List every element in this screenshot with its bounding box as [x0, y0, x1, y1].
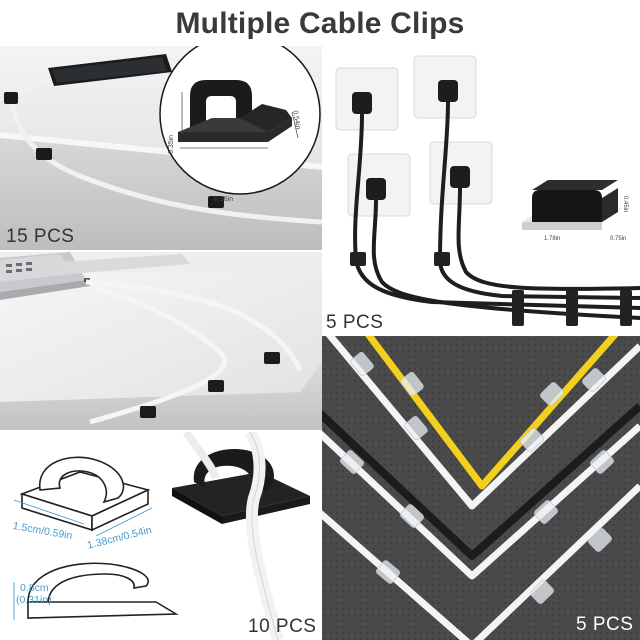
clip-outline-icon — [19, 456, 151, 532]
panel-laptop-desk — [0, 252, 322, 430]
phone-icon — [48, 54, 172, 86]
laptop-desk-photo — [0, 252, 322, 430]
clip-icon — [140, 352, 280, 418]
dim-height-label: 0.45in — [622, 196, 628, 213]
black-clip-with-cable — [172, 432, 310, 640]
clear-clip-icon — [340, 352, 614, 604]
pcs-label: 5 PCS — [326, 312, 384, 330]
dim-width-label: 0.56in — [214, 196, 234, 203]
pcs-label: 10 PCS — [248, 616, 317, 637]
wall-sockets-photo — [322, 46, 640, 330]
clip-profile-icon — [27, 562, 179, 619]
dim-height-cm-label: 0.8cm — [20, 582, 49, 594]
panel-wall-sockets: 1.78in 0.75in 0.45in 5 PCS — [322, 46, 640, 330]
clip-dimension-drawing — [0, 432, 322, 640]
dim-height-label: 0.35in — [168, 134, 175, 154]
desk-phone-photo — [0, 46, 322, 250]
clip-detail-inset — [508, 168, 636, 256]
panel-cable-board: 5 PCS — [322, 336, 640, 640]
dim-length-label: 1.78in — [544, 236, 561, 242]
plug-icon — [352, 80, 470, 200]
page-title: Multiple Cable Clips — [175, 7, 465, 40]
clip-detail-inset — [159, 46, 321, 195]
dim-depth-label: 0.75in — [610, 236, 627, 242]
panel-clip-drawing: 1.5cm/0.59in 1.38cm/0.54in 0.8cm (0.31in… — [0, 432, 322, 640]
panel-desk-phone: 0.35in 0.56in 0.54in 15 PCS — [0, 46, 322, 250]
pcs-label: 5 PCS — [576, 614, 634, 635]
pcs-label: 15 PCS — [6, 226, 75, 247]
clip-icon — [4, 92, 224, 208]
dim-height-in-label: (0.31in) — [16, 594, 52, 606]
clip-icon — [350, 252, 632, 326]
cable-board-photo — [322, 336, 640, 640]
